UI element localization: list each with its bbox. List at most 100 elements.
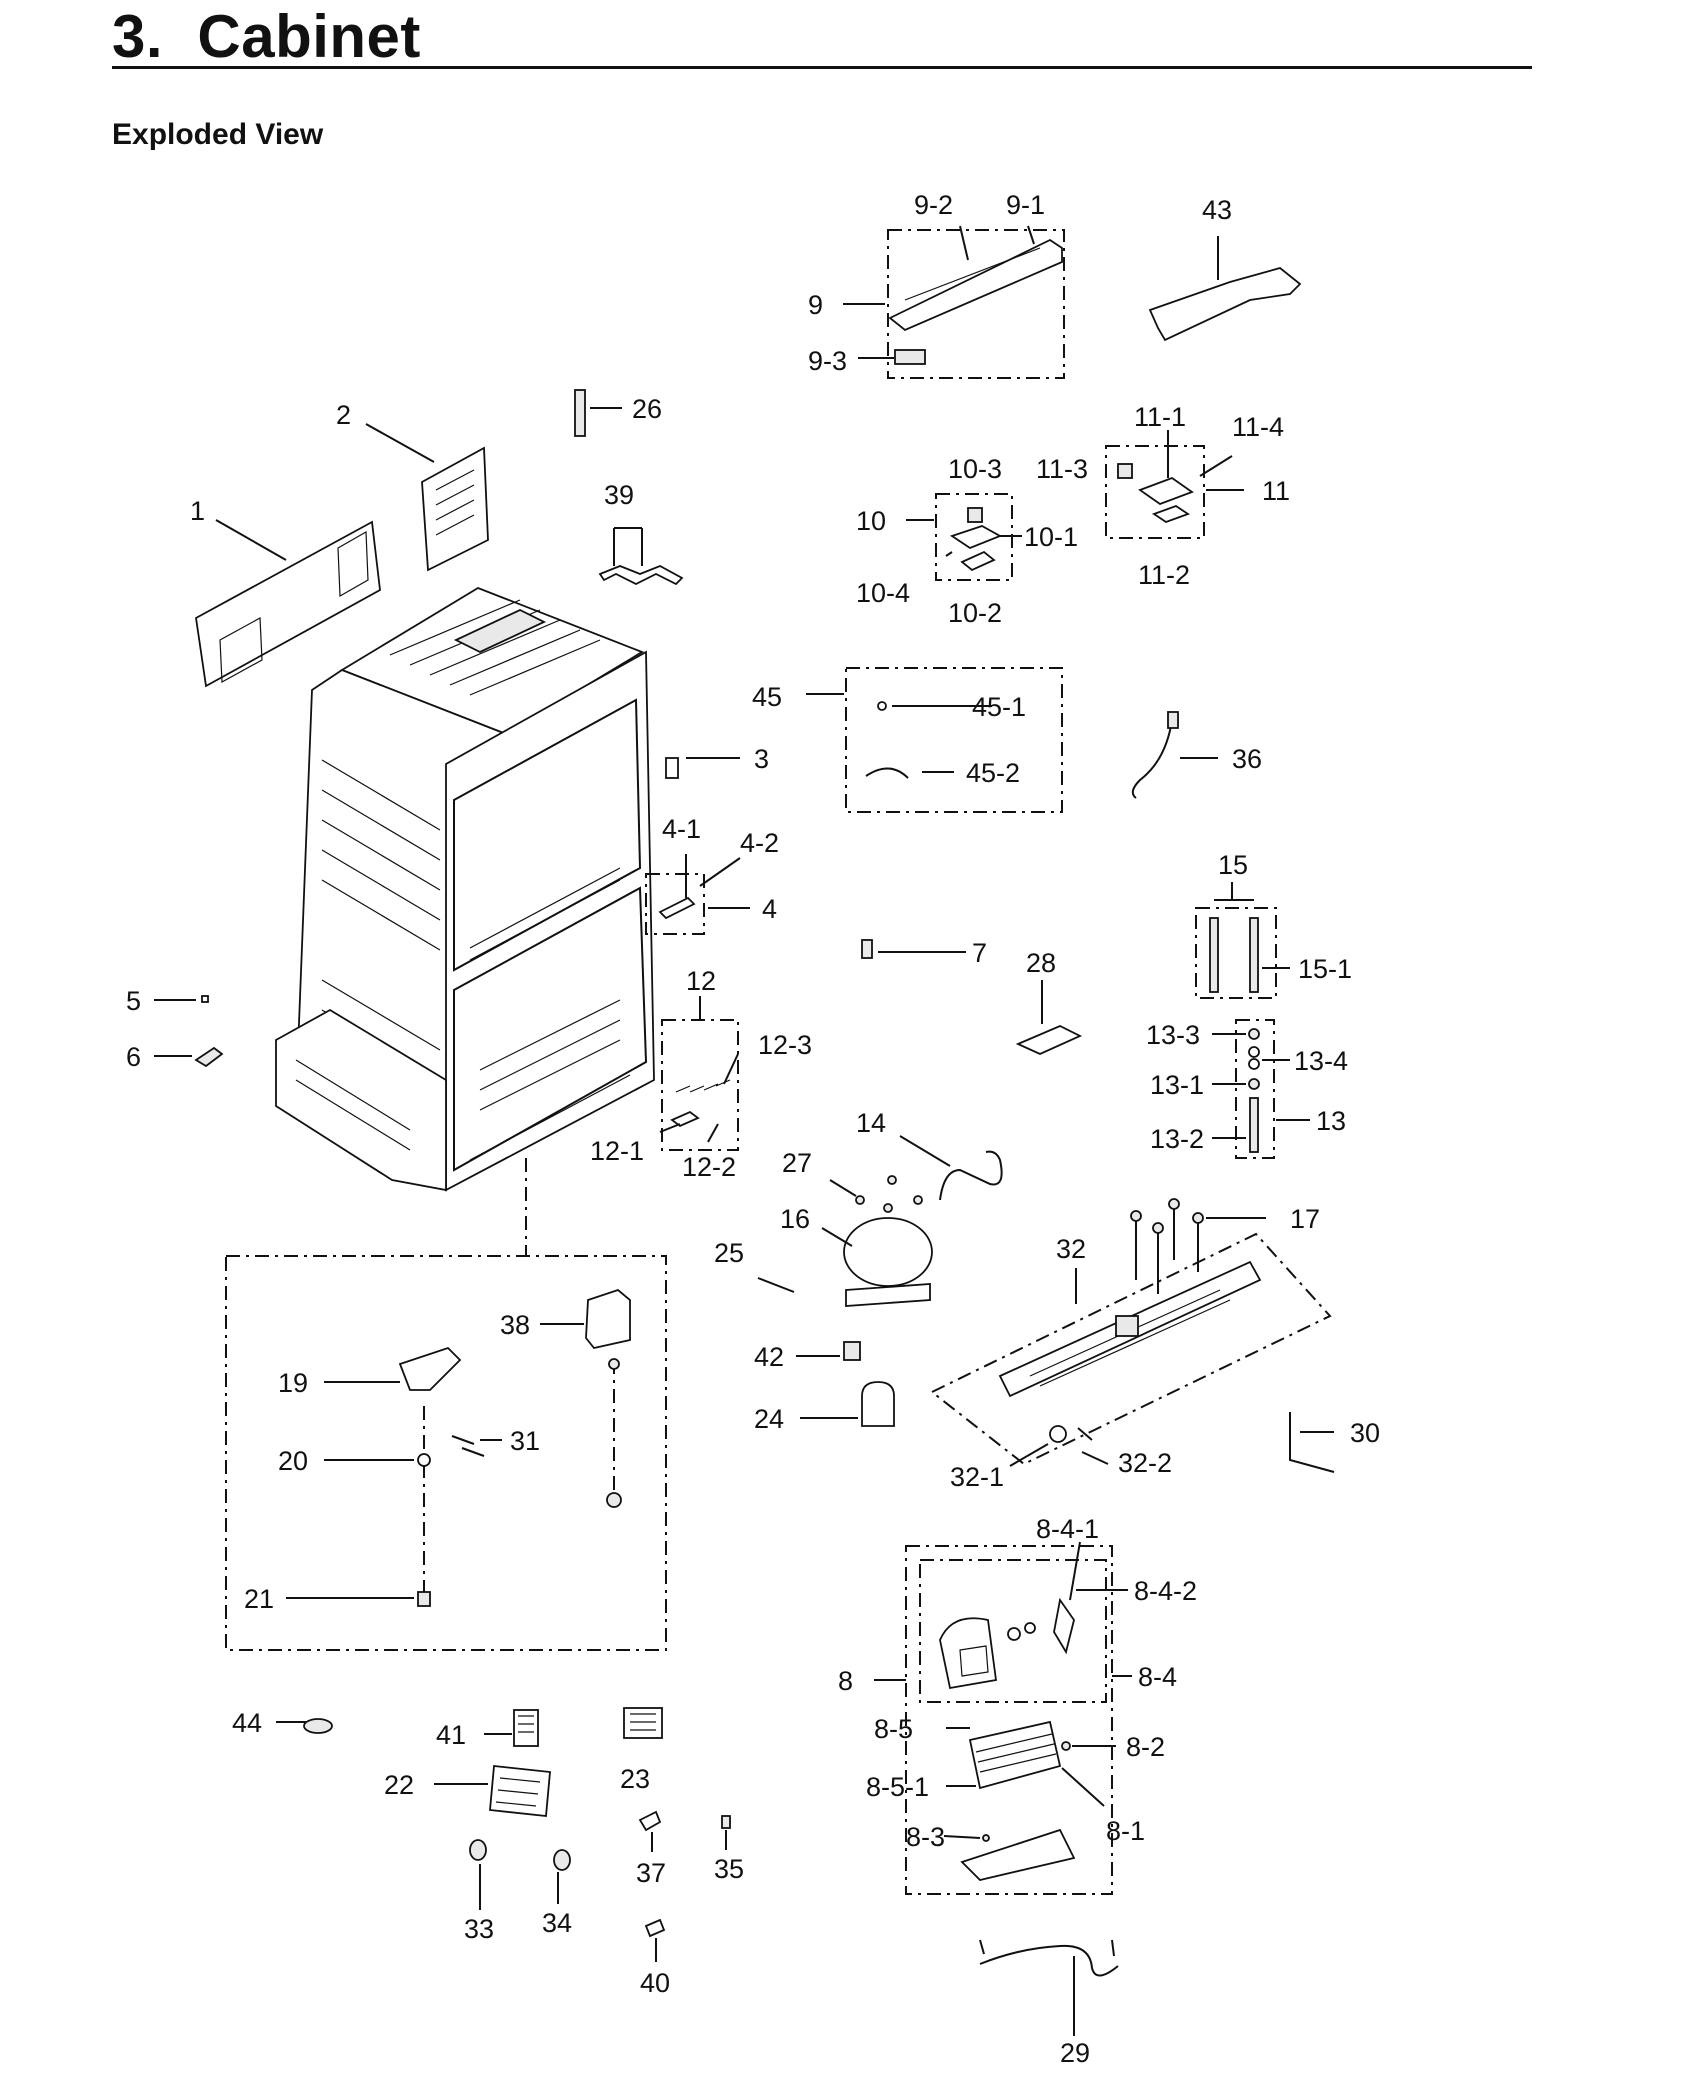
part-35 (721, 1815, 731, 1850)
label-36: 36 (1232, 744, 1262, 774)
page-title: 3. Cabinet (112, 3, 421, 70)
label-13-4: 13-4 (1294, 1046, 1348, 1076)
part-41 (484, 1709, 539, 1747)
label-33: 33 (464, 1914, 494, 1944)
label-16: 16 (780, 1204, 810, 1234)
label-35: 35 (714, 1854, 744, 1884)
label-5: 5 (126, 986, 141, 1016)
part-14 (899, 1135, 1003, 1201)
label-15: 15 (1218, 850, 1248, 880)
label-27: 27 (782, 1148, 812, 1178)
label-10-3: 10-3 (948, 454, 1002, 484)
label-10: 10 (856, 506, 886, 536)
label-8: 8 (838, 1666, 853, 1696)
label-32-1: 32-1 (950, 1462, 1004, 1492)
part-28 (1015, 980, 1083, 1055)
label-8-2: 8-2 (1126, 1732, 1165, 1762)
part-4-group (645, 854, 750, 935)
part-8-group (874, 1541, 1132, 1895)
part-31 (451, 1435, 502, 1457)
part-30 (1289, 1412, 1335, 1473)
part-19 (324, 1346, 462, 1600)
label-38: 38 (500, 1310, 530, 1340)
label-26: 26 (632, 394, 662, 424)
part-5 (154, 995, 209, 1003)
part-23 (623, 1707, 663, 1739)
part-43 (1148, 236, 1302, 342)
label-8-4: 8-4 (1138, 1662, 1177, 1692)
label-4-2: 4-2 (740, 828, 779, 858)
label-37: 37 (636, 1858, 666, 1888)
label-23: 23 (620, 1764, 650, 1794)
label-45-1: 45-1 (972, 692, 1026, 722)
part-2 (365, 423, 489, 572)
label-40: 40 (640, 1968, 670, 1998)
part-27 (829, 1175, 923, 1213)
label-32: 32 (1056, 1234, 1086, 1264)
label-20: 20 (278, 1446, 308, 1476)
label-45: 45 (752, 682, 782, 712)
label-12-3: 12-3 (758, 1030, 812, 1060)
label-7: 7 (972, 938, 987, 968)
label-10-4: 10-4 (856, 578, 910, 608)
label-8-1: 8-1 (1106, 1816, 1145, 1846)
part-44 (276, 1718, 333, 1734)
label-39: 39 (604, 480, 634, 510)
label-9: 9 (808, 290, 823, 320)
hinge-group-box (225, 1158, 667, 1651)
part-36 (1131, 711, 1218, 799)
part-32-base (930, 1232, 1332, 1466)
label-17: 17 (1290, 1204, 1320, 1234)
part-32-1 (1009, 1425, 1067, 1467)
part-1 (195, 519, 381, 688)
part-6 (154, 1046, 224, 1068)
label-31: 31 (510, 1426, 540, 1456)
label-11-3: 11-3 (1036, 454, 1088, 484)
label-4: 4 (762, 894, 777, 924)
part-26 (574, 389, 622, 437)
part-34 (553, 1849, 571, 1904)
part-25 (757, 1277, 795, 1293)
label-25: 25 (714, 1238, 744, 1268)
part-21 (286, 1591, 431, 1607)
part-15-group (1195, 882, 1290, 999)
label-8-3: 8-3 (906, 1822, 945, 1852)
part-39 (598, 527, 684, 586)
label-8-5-1: 8-5-1 (866, 1772, 929, 1802)
label-21: 21 (244, 1584, 274, 1614)
label-13-2: 13-2 (1150, 1124, 1204, 1154)
label-22: 22 (384, 1770, 414, 1800)
section-subtitle: Exploded View (112, 118, 324, 151)
label-28: 28 (1026, 948, 1056, 978)
label-13-3: 13-3 (1146, 1020, 1200, 1050)
part-38 (540, 1288, 631, 1508)
label-11-4: 11-4 (1232, 412, 1284, 442)
label-10-2: 10-2 (948, 598, 1002, 628)
label-1: 1 (190, 496, 205, 526)
title-rule (112, 66, 1532, 69)
label-32-2: 32-2 (1118, 1448, 1172, 1478)
label-9-1: 9-1 (1006, 190, 1045, 220)
label-8-4-2: 8-4-2 (1134, 1576, 1197, 1606)
label-4-1: 4-1 (662, 814, 701, 844)
label-11-2: 11-2 (1138, 560, 1190, 590)
label-29: 29 (1060, 2038, 1090, 2068)
label-19: 19 (278, 1368, 308, 1398)
part-11-group (1105, 430, 1244, 539)
label-12-1: 12-1 (590, 1136, 644, 1166)
part-9-group (843, 225, 1065, 379)
label-42: 42 (754, 1342, 784, 1372)
part-42 (796, 1341, 861, 1361)
part-32-2 (1077, 1427, 1109, 1465)
part-10-group (906, 493, 1022, 581)
label-12-2: 12-2 (682, 1152, 736, 1182)
part-17 (1130, 1198, 1266, 1294)
label-3: 3 (754, 744, 769, 774)
label-8-4-1: 8-4-1 (1036, 1514, 1099, 1544)
label-15-1: 15-1 (1298, 954, 1352, 984)
cabinet-body (275, 587, 655, 1192)
label-44: 44 (232, 1708, 262, 1738)
label-12: 12 (686, 966, 716, 996)
label-14: 14 (856, 1108, 886, 1138)
